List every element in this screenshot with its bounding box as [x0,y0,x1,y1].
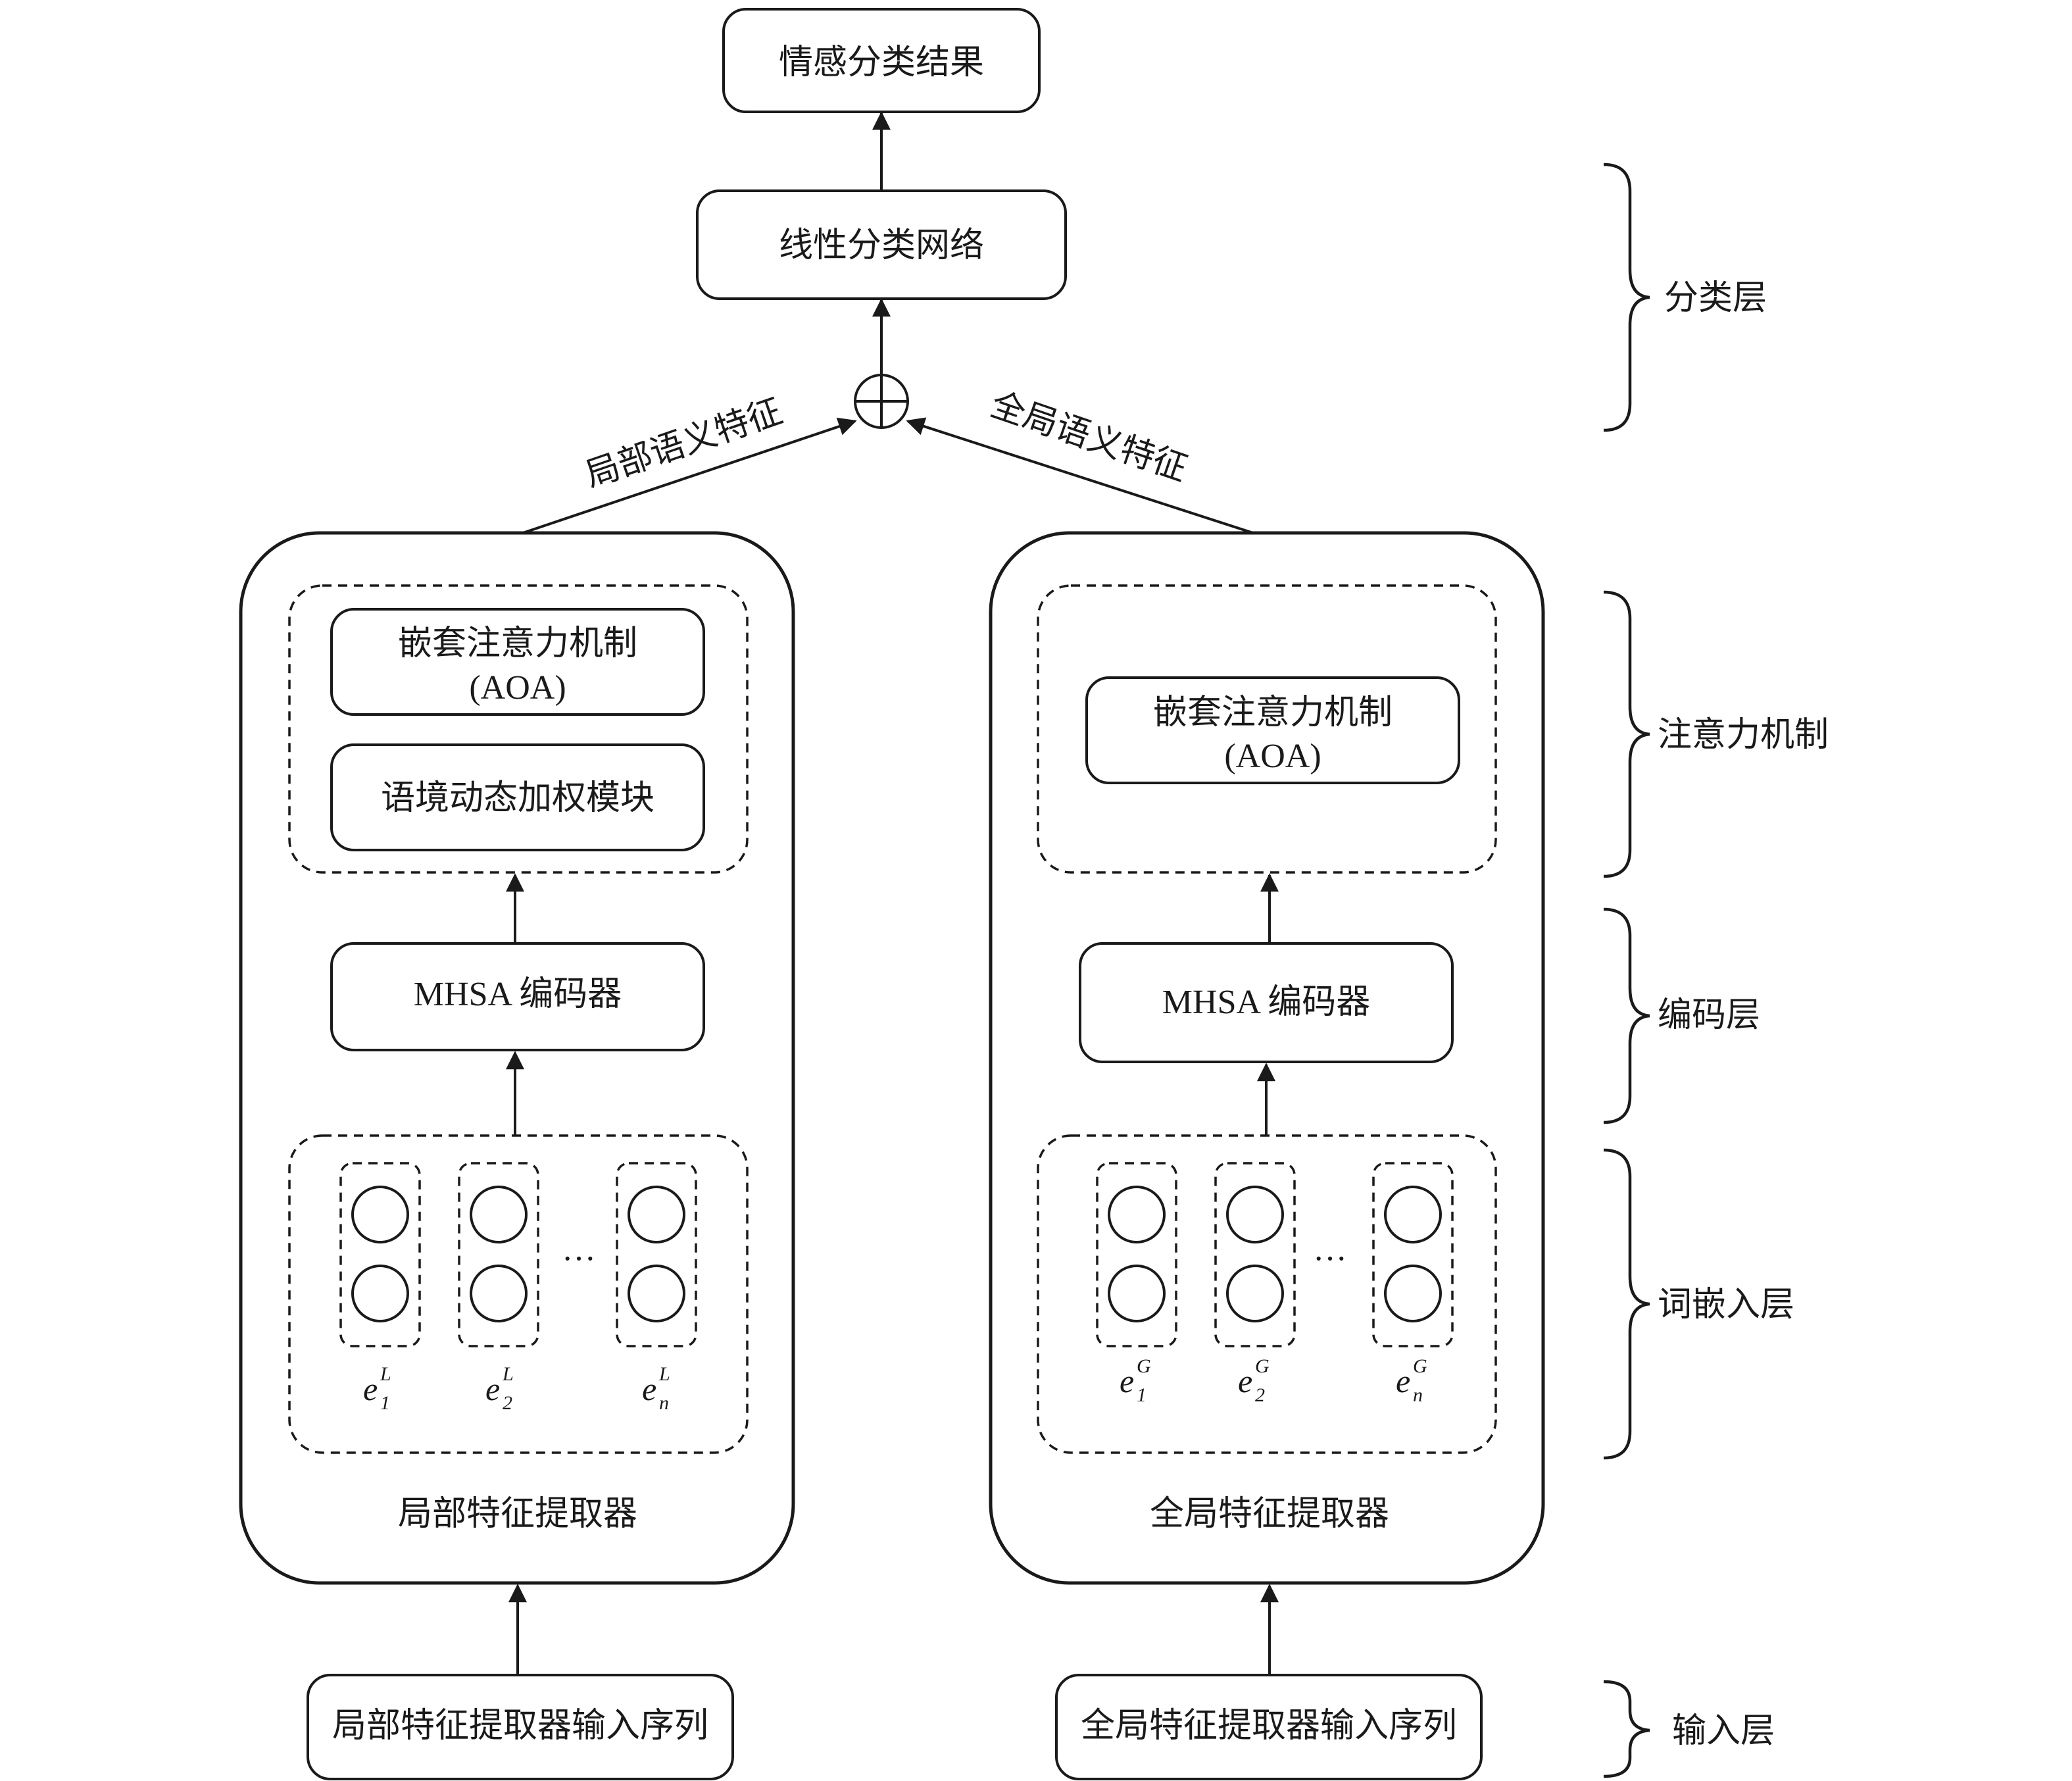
svg-text:n: n [1413,1384,1423,1406]
result-node: 情感分类结果 [722,8,1041,113]
local-attention-group [288,584,749,874]
svg-text:G: G [1413,1355,1427,1377]
arrow-local-feature [522,417,857,534]
global-feature-extractor: 嵌套注意力机制 (AOA) MHSA 编码器 ··· e [989,531,1545,1585]
svg-text:L: L [658,1363,670,1385]
global-embedding-vector-2 [1214,1162,1296,1347]
svg-text:e: e [363,1370,378,1407]
global-embedding-unit [1384,1186,1442,1243]
global-embedding-vector-n [1372,1162,1454,1347]
svg-text:e: e [1120,1363,1134,1399]
local-embedding-unit [351,1186,409,1243]
local-embedding-unit [470,1186,528,1243]
global-input-sequence-node: 全局特征提取器输入序列 [1055,1674,1483,1780]
local-embedding-vector-n [616,1162,697,1347]
local-input-sequence-label: 局部特征提取器输入序列 [332,1706,708,1745]
concat-operator-icon [854,374,909,429]
global-embedding-unit [1108,1186,1166,1243]
encoding-layer-label: 编码层 [1658,995,1760,1035]
local-ellipsis: ··· [562,1240,596,1278]
global-embedding-label-n: e G n [1396,1355,1427,1406]
global-aoa-label-1: 嵌套注意力机制 [1153,693,1393,732]
local-input-sequence-node: 局部特征提取器输入序列 [307,1674,734,1780]
local-aoa-node: 嵌套注意力机制 (AOA) [330,608,705,716]
global-embedding-unit [1226,1265,1284,1322]
local-embedding-group [288,1134,749,1454]
svg-text:L: L [502,1363,514,1385]
linear-classifier-node: 线性分类网络 [696,189,1067,300]
linear-classifier-label: 线性分类网络 [779,226,984,265]
brace-attention-layer: 注意力机制 [1603,590,1829,878]
global-embedding-label-2: e G 2 [1238,1355,1270,1406]
svg-text:e: e [1396,1363,1410,1399]
svg-text:G: G [1137,1355,1151,1377]
svg-text:L: L [380,1363,391,1385]
local-embedding-label-1: e L 1 [363,1363,391,1414]
global-aoa-label-2: (AOA) [1224,738,1321,775]
global-embedding-unit [1108,1265,1166,1322]
local-context-weighting-node: 语境动态加权模块 [330,743,705,851]
svg-text:e: e [642,1370,656,1407]
local-embedding-vector-2 [458,1162,539,1347]
global-ellipsis: ··· [1313,1240,1347,1278]
local-embedding-unit [628,1265,685,1322]
svg-text:e: e [1238,1363,1252,1399]
local-embedding-label-2: e L 2 [485,1363,514,1414]
global-embedding-label-1: e G 1 [1120,1355,1151,1406]
svg-text:1: 1 [1137,1384,1147,1406]
svg-text:n: n [659,1392,669,1414]
local-aoa-label-1: 嵌套注意力机制 [398,624,637,663]
result-label: 情感分类结果 [779,43,984,82]
global-embedding-vector-1 [1096,1162,1177,1347]
local-embedding-unit [470,1265,528,1322]
arrow-global-feature [906,417,1254,534]
local-encoder-node: MHSA 编码器 [330,942,705,1051]
local-extractor-title: 局部特征提取器 [398,1494,637,1534]
embedding-layer-label: 词嵌入层 [1658,1285,1794,1324]
local-encoder-label: MHSA 编码器 [414,976,622,1013]
svg-text:1: 1 [380,1392,390,1414]
input-layer-label: 输入层 [1672,1711,1775,1751]
brace-encoding-layer: 编码层 [1603,907,1760,1124]
attention-layer-label: 注意力机制 [1658,715,1829,755]
local-embedding-unit [351,1265,409,1322]
local-embedding-label-n: e L n [642,1363,670,1414]
brace-input-layer: 输入层 [1603,1680,1775,1778]
local-embedding-unit [628,1186,685,1243]
classification-layer-label: 分类层 [1664,278,1767,318]
svg-text:2: 2 [1255,1384,1265,1406]
global-semantic-feature-label: 全局语义特征 [985,385,1193,489]
global-embedding-unit [1384,1265,1442,1322]
local-feature-extractor: 嵌套注意力机制 (AOA) 语境动态加权模块 MHSA 编码器 ··· [239,531,795,1585]
global-encoder-node: MHSA 编码器 [1079,942,1454,1063]
global-encoder-label: MHSA 编码器 [1162,984,1370,1021]
global-aoa-node: 嵌套注意力机制 (AOA) [1085,676,1460,784]
global-embedding-unit [1226,1186,1284,1243]
global-input-sequence-label: 全局特征提取器输入序列 [1081,1706,1457,1745]
global-attention-group [1037,584,1497,874]
local-embedding-vector-1 [339,1162,421,1347]
svg-text:e: e [485,1370,500,1407]
global-extractor-title: 全局特征提取器 [1150,1494,1389,1534]
local-aoa-label-2: (AOA) [469,669,566,707]
svg-text:2: 2 [503,1392,512,1414]
local-context-weighting-label: 语境动态加权模块 [381,778,654,818]
global-embedding-group [1037,1134,1497,1454]
svg-text:G: G [1255,1355,1270,1377]
brace-classification-layer: 分类层 [1603,163,1767,432]
brace-embedding-layer: 词嵌入层 [1603,1148,1794,1460]
